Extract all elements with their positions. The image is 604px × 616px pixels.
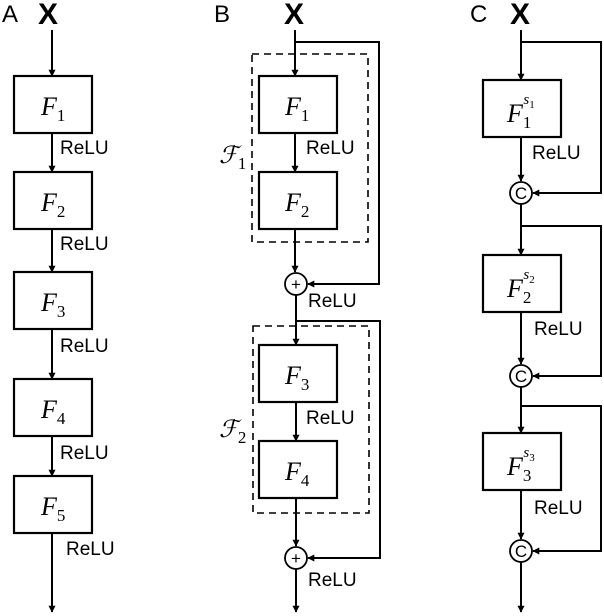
relu-label: ReLU [60, 443, 109, 464]
relu-label: ReLU [60, 234, 109, 255]
block-f3-sub: 3 [57, 302, 66, 321]
block-f1-name: F [40, 92, 58, 121]
relu-label: ReLU [534, 319, 583, 340]
svg-text:F1: F1 [40, 92, 65, 125]
svg-text:F3s3: F3s3 [506, 445, 535, 485]
svg-text:F2: F2 [284, 188, 309, 221]
block-f1s1-supsub: 1 [529, 99, 535, 111]
svg-text:ℱ2: ℱ2 [219, 417, 246, 447]
add-node-1-symbol: + [291, 275, 301, 294]
svg-text:ℱ1: ℱ1 [219, 143, 246, 173]
block-f4 [12, 377, 94, 438]
relu-label: ReLU [306, 408, 355, 429]
group-2-name: ℱ [219, 417, 242, 443]
relu-label: ReLU [534, 498, 583, 519]
block-f1-sub: 1 [301, 106, 310, 125]
block-f5 [12, 474, 94, 535]
concat-node-1-symbol: C [515, 184, 527, 203]
panel-a: A X F1 ReLU F2 ReLU F3 ReLU F4 ReLU F5 R… [2, 0, 115, 613]
panel-b: B X ℱ1 F1 ReLU F2 + ReLU ℱ2 F3 ReLU F4 + [214, 0, 381, 613]
block-f1s1-sub: 1 [523, 113, 532, 132]
block-f5-sub: 5 [57, 506, 66, 525]
add-node-2-symbol: + [291, 549, 301, 568]
relu-label: ReLU [308, 291, 357, 312]
block-f3s3-name: F [506, 452, 524, 481]
block-f2s2-sup: s [523, 267, 529, 283]
relu-label: ReLU [308, 570, 357, 591]
block-f3 [257, 343, 339, 404]
svg-text:F2s2: F2s2 [506, 267, 535, 307]
panel-c: C X F1s1 ReLU C F2s2 ReLU C F3s3 ReLU C [470, 0, 602, 613]
block-f1-sub: 1 [57, 106, 66, 125]
block-f3s3-sub: 3 [523, 466, 532, 485]
svg-text:F1s1: F1s1 [506, 92, 535, 132]
group-1-name: ℱ [219, 143, 242, 169]
block-f1-name: F [284, 92, 302, 121]
panel-c-input-label: X [510, 0, 530, 31]
block-f3s3 [481, 431, 563, 492]
block-f2s2-sub: 2 [523, 288, 532, 307]
block-f4-sub: 4 [57, 409, 66, 428]
block-f2-sub: 2 [57, 202, 66, 221]
skip-connection [295, 41, 380, 288]
panel-c-label: C [470, 1, 487, 28]
svg-text:F5: F5 [40, 492, 65, 525]
panel-a-input-label: X [38, 0, 58, 31]
block-f1 [257, 74, 339, 135]
panel-b-input-label: X [284, 0, 304, 31]
block-f3-name: F [40, 288, 58, 317]
panel-b-label: B [214, 1, 230, 28]
svg-text:F2: F2 [40, 188, 65, 221]
skip-connection [296, 320, 381, 562]
svg-text:F4: F4 [40, 395, 66, 428]
block-f2s2-supsub: 2 [529, 274, 535, 286]
concat-node-3-symbol: C [515, 542, 527, 561]
block-f4-name: F [40, 395, 58, 424]
block-f1s1-sup: s [523, 92, 529, 108]
block-f2 [257, 170, 339, 231]
block-f4-sub: 4 [301, 471, 310, 490]
svg-text:F1: F1 [284, 92, 309, 125]
block-f5-name: F [40, 492, 58, 521]
concat-connection [521, 225, 602, 380]
block-f2s2 [481, 253, 563, 314]
block-f4-name: F [284, 457, 302, 486]
block-f3-name: F [284, 361, 302, 390]
svg-text:F4: F4 [284, 457, 310, 490]
group-box-1 [251, 53, 369, 243]
concat-connection [521, 405, 602, 555]
block-f3 [12, 270, 94, 331]
block-f2-name: F [40, 188, 58, 217]
block-f2s2-name: F [506, 274, 524, 303]
svg-text:F3: F3 [284, 361, 309, 394]
concat-connection [521, 41, 602, 197]
block-f2-sub: 2 [301, 202, 310, 221]
relu-label: ReLU [532, 143, 581, 164]
concat-node-2-symbol: C [515, 367, 527, 386]
block-f3s3-supsub: 3 [529, 452, 535, 464]
relu-label: ReLU [66, 539, 115, 560]
block-f1s1-name: F [506, 99, 524, 128]
group-2-sub: 2 [238, 428, 247, 447]
relu-label: ReLU [306, 138, 355, 159]
block-f3s3-sup: s [523, 445, 529, 461]
block-f4 [257, 439, 339, 500]
block-f2-name: F [284, 188, 302, 217]
relu-label: ReLU [60, 138, 109, 159]
svg-text:F3: F3 [40, 288, 65, 321]
relu-label: ReLU [60, 336, 109, 357]
group-1-sub: 1 [238, 154, 247, 173]
panel-a-label: A [2, 1, 18, 28]
block-f3-sub: 3 [301, 375, 310, 394]
group-box-2 [252, 325, 370, 514]
